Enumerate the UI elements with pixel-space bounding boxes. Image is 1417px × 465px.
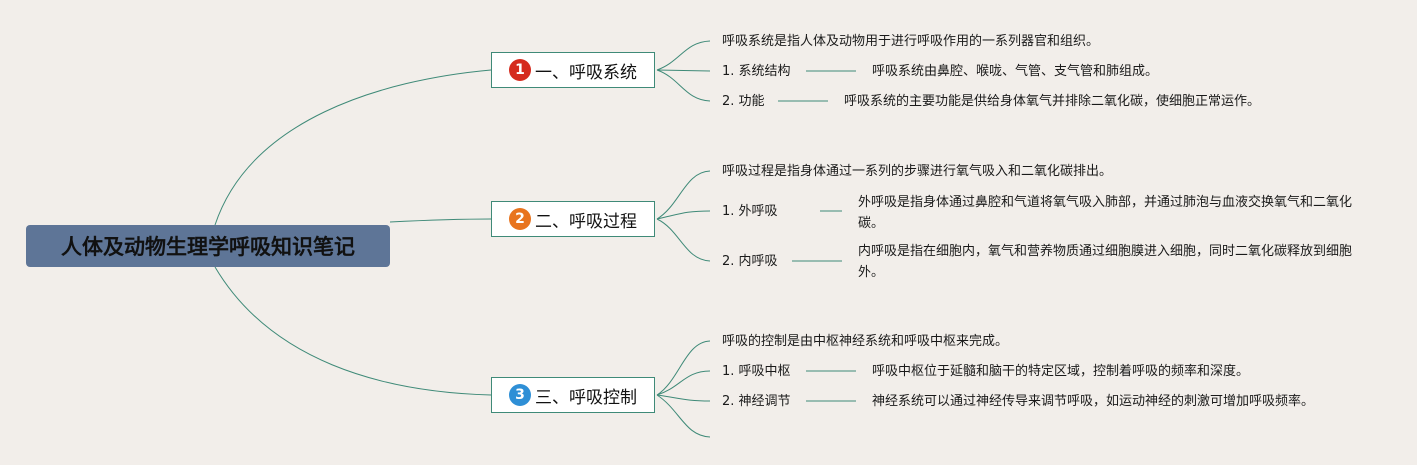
branch-title: 三、呼吸控制 [535, 387, 637, 408]
b2-to-item-1 [656, 210, 711, 220]
number-1-icon: 1 [509, 59, 531, 81]
branch-2-item-2-detail[interactable]: 内呼吸是指在细胞内，氧气和营养物质通过细胞膜进入细胞，同时二氧化碳释放到细胞外。 [858, 244, 1353, 280]
b3-to-empty [656, 394, 711, 438]
b1-to-item-2 [656, 69, 711, 102]
branch-title: 一、呼吸系统 [535, 62, 637, 83]
branch-respiration-control[interactable]: 3 三、呼吸控制 [491, 377, 655, 413]
branch-title: 二、呼吸过程 [535, 211, 637, 232]
root-topic[interactable]: 人体及动物生理学呼吸知识笔记 [26, 225, 390, 267]
branch-2-item-1-detail[interactable]: 外呼吸是指身体通过鼻腔和气道将氧气吸入肺部，并通过肺泡与血液交换氧气和二氧化碳。 [858, 195, 1353, 231]
b3-to-item-2 [656, 394, 711, 402]
b1-to-summary [656, 40, 711, 71]
b2-to-item-2 [656, 218, 711, 262]
branch-2-summary[interactable]: 呼吸过程是指身体通过一系列的步骤进行氧气吸入和二氧化碳排出。 [722, 164, 1113, 179]
branch-1-item-2-detail[interactable]: 呼吸系统的主要功能是供给身体氧气并排除二氧化碳，使细胞正常运作。 [844, 94, 1261, 109]
branch-respiration-process[interactable]: 2 二、呼吸过程 [491, 201, 655, 237]
root-title: 人体及动物生理学呼吸知识笔记 [61, 235, 355, 259]
branch-1-item-2-label[interactable]: 2. 功能 [722, 94, 765, 109]
root-to-branch-1 [214, 69, 492, 226]
branch-respiratory-system[interactable]: 1 一、呼吸系统 [491, 52, 655, 88]
b2-to-summary [656, 170, 711, 220]
b1-to-item-1 [656, 69, 711, 72]
root-to-branch-2 [389, 218, 492, 223]
branch-3-item-2-detail[interactable]: 神经系统可以通过神经传导来调节呼吸，如运动神经的刺激可增加呼吸频率。 [872, 394, 1315, 409]
branch-3-item-1-detail[interactable]: 呼吸中枢位于延髓和脑干的特定区域，控制着呼吸的频率和深度。 [872, 364, 1250, 379]
branch-2-item-1-label[interactable]: 1. 外呼吸 [722, 204, 778, 219]
branch-3-item-1-label[interactable]: 1. 呼吸中枢 [722, 364, 791, 379]
branch-2-item-2-label[interactable]: 2. 内呼吸 [722, 254, 778, 269]
number-2-icon: 2 [509, 208, 531, 230]
branch-1-summary[interactable]: 呼吸系统是指人体及动物用于进行呼吸作用的一系列器官和组织。 [722, 34, 1100, 49]
b3-to-item-1 [656, 370, 711, 396]
branch-1-item-1-detail[interactable]: 呼吸系统由鼻腔、喉咙、气管、支气管和肺组成。 [872, 64, 1159, 79]
branch-1-item-1-label[interactable]: 1. 系统结构 [722, 64, 791, 79]
number-3-icon: 3 [509, 384, 531, 406]
b3-to-summary [656, 340, 711, 396]
branch-3-summary[interactable]: 呼吸的控制是由中枢神经系统和呼吸中枢来完成。 [722, 334, 1009, 349]
root-to-branch-3 [214, 266, 492, 396]
branch-3-item-2-label[interactable]: 2. 神经调节 [722, 394, 791, 409]
